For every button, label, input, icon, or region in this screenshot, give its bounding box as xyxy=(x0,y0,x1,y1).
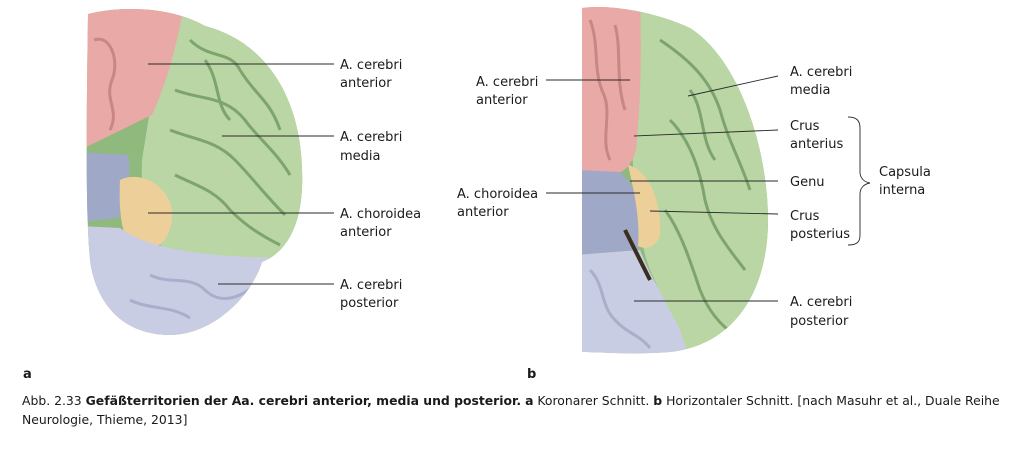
caption-part-a-letter: a xyxy=(525,393,534,408)
panel-a-letter: a xyxy=(23,367,32,382)
leader-b-cerebri-media xyxy=(687,75,779,97)
label-b-cerebri-media: A. cerebri media xyxy=(790,65,856,98)
caption-part-b-text: Horizontaler Schnitt. [nach Masuhr et al… xyxy=(22,393,1000,427)
capsula-interna-bracket xyxy=(847,116,871,246)
caption-figure-number: Abb. 2.33 xyxy=(22,393,82,408)
label-a-cerebri-posterior: A. cerebri posterior xyxy=(340,278,406,311)
posterior-territory-b xyxy=(582,250,690,354)
label-b-cerebri-anterior: A. cerebri anterior xyxy=(476,75,542,108)
label-b-crus-posterius: Crus posterius xyxy=(790,209,850,242)
horizontal-section-drawing xyxy=(582,6,768,354)
label-b-capsula-interna: Capsula interna xyxy=(879,165,935,198)
label-b-choroidea-anterior: A. choroidea anterior xyxy=(457,187,542,220)
figure-caption: Abb. 2.33 Gefäßterritorien der Aa. cereb… xyxy=(22,391,1007,429)
anterior-territory-a xyxy=(86,9,185,150)
leader-b-crus-anterius xyxy=(633,129,779,137)
label-b-genu: Genu xyxy=(790,175,825,190)
label-a-choroidea-anterior: A. choroidea anterior xyxy=(340,207,425,240)
choroidea-territory-a xyxy=(119,176,173,251)
label-a-cerebri-anterior: A. cerebri anterior xyxy=(340,58,406,91)
panel-b-letter: b xyxy=(527,367,536,382)
coronal-section-drawing xyxy=(86,9,303,335)
leader-b-crus-posterius xyxy=(649,210,779,215)
caption-part-a-text: Koronarer Schnitt. xyxy=(537,393,650,408)
label-b-crus-anterius: Crus anterius xyxy=(790,119,843,152)
figure-canvas: A. cerebri anterior A. cerebri media A. … xyxy=(23,6,935,382)
ventricle-a xyxy=(86,152,130,222)
choroidea-territory-b xyxy=(628,165,661,248)
caption-title: Gefäßterritorien der Aa. cerebri anterio… xyxy=(85,393,522,408)
label-b-cerebri-posterior: A. cerebri posterior xyxy=(790,295,856,329)
label-a-cerebri-media: A. cerebri media xyxy=(340,130,406,164)
caption-part-b-letter: b xyxy=(653,393,663,408)
anterior-territory-b xyxy=(582,6,641,175)
